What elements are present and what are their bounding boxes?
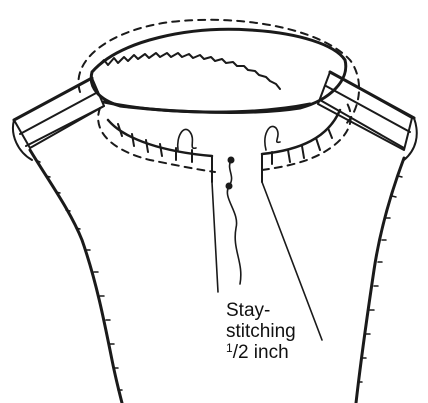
callout-line-1: Stay- (226, 300, 296, 321)
right-shoulder-band (318, 72, 417, 160)
staystitching-callout: Stay- stitching 1/2 inch (226, 300, 296, 363)
right-side-seam (356, 158, 404, 403)
callout-line-2: stitching (226, 321, 296, 342)
center-front-opening (212, 154, 262, 284)
outer-dashed-seamline (78, 20, 359, 125)
thread-tails (178, 126, 280, 150)
fraction-numerator: 1 (226, 341, 233, 355)
callout-line-3: 1/2 inch (226, 342, 296, 363)
left-shoulder-band (13, 78, 104, 160)
collar-band (91, 29, 346, 112)
fraction-rest: /2 inch (233, 342, 289, 363)
left-side-seam (30, 150, 122, 403)
neck-edge-clips (108, 110, 340, 164)
